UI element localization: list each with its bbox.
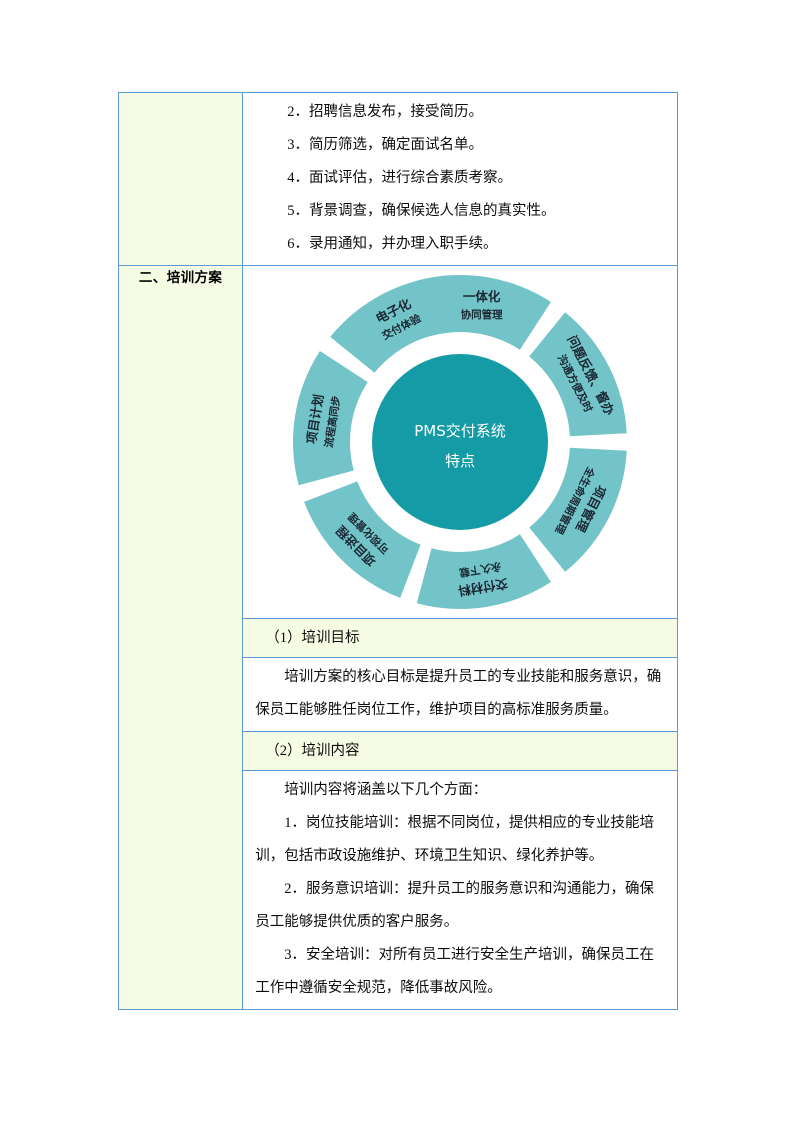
- list-item: 2．服务意识培训：提升员工的服务意识和沟通能力，确保员工能够提供优质的客户服务。: [255, 881, 654, 930]
- table-row: （2）培训内容: [119, 731, 678, 771]
- paragraph-text: 培训方案的核心目标是提升员工的专业技能和服务意识，确保员工能够胜任岗位工作，维护…: [255, 669, 662, 718]
- training-content-list: 培训内容将涵盖以下几个方面： 1．岗位技能培训：根据不同岗位，提供相应的专业技能…: [243, 771, 677, 1009]
- table-row: 培训方案的核心目标是提升员工的专业技能和服务意识，确保员工能够胜任岗位工作，维护…: [119, 657, 678, 732]
- donut-segment-4: [304, 481, 421, 598]
- heading-content-cell: （2）培训内容: [242, 731, 678, 771]
- donut-segment-2: [529, 447, 627, 572]
- list-item: 4．面试评估，进行综合素质考察。: [287, 170, 512, 186]
- content-intro: 培训内容将涵盖以下几个方面：: [284, 782, 488, 798]
- section-label-text: 二、培训方案: [138, 270, 223, 285]
- list-item: 1．岗位技能培训：根据不同岗位，提供相应的专业技能培训，包括市政设施维护、环境卫…: [255, 815, 654, 864]
- list-item: 6．录用通知，并办理入职手续。: [287, 236, 498, 252]
- list-item: 3．安全培训：对所有员工进行安全生产培训，确保员工在工作中遵循安全规范，降低事故…: [255, 947, 654, 996]
- segment-label-line1: 一体化: [463, 289, 501, 304]
- heading-training-goal: （1）培训目标: [265, 630, 360, 646]
- main-document-table: 2．招聘信息发布，接受简历。 3．简历筛选，确定面试名单。 4．面试评估，进行综…: [117, 92, 678, 1010]
- segment-label-line2: 协同管理: [461, 308, 503, 321]
- table-row: 培训内容将涵盖以下几个方面： 1．岗位技能培训：根据不同岗位，提供相应的专业技能…: [119, 770, 678, 1010]
- recruit-steps-cell: 2．招聘信息发布，接受简历。 3．简历筛选，确定面试名单。 4．面试评估，进行综…: [242, 92, 678, 266]
- donut-chart: 一体化协同管理问题反馈、督办沟通方便及时项目管理全生命周期管理交付材料永久下载项…: [243, 266, 677, 618]
- list-item: 3．简历筛选，确定面试名单。: [287, 137, 483, 153]
- donut-segment-5: [293, 351, 368, 486]
- donut-hub-subtitle: 特点: [445, 452, 475, 470]
- section-label-training-plan: 二、培训方案: [117, 265, 244, 1010]
- donut-hub-title: PMS交付系统: [414, 422, 506, 440]
- table-row: 二、培训方案 一体化协同管理问题反馈、督办沟通方便及时项目管理全生命周期管理交付…: [117, 265, 678, 1010]
- donut-hub: [372, 354, 549, 530]
- paragraph-training-goal: 培训方案的核心目标是提升员工的专业技能和服务意识，确保员工能够胜任岗位工作，维护…: [243, 658, 677, 731]
- list-item: 5．背景调查，确保候选人信息的真实性。: [287, 203, 556, 219]
- row-label-empty-top: [117, 92, 244, 266]
- heading-training-content: （2）培训内容: [265, 743, 360, 759]
- para-goal-cell: 培训方案的核心目标是提升员工的专业技能和服务意识，确保员工能够胜任岗位工作，维护…: [242, 657, 678, 732]
- donut-chart-svg: 一体化协同管理问题反馈、督办沟通方便及时项目管理全生命周期管理交付材料永久下载项…: [293, 275, 627, 609]
- content-body-cell: 培训内容将涵盖以下几个方面： 1．岗位技能培训：根据不同岗位，提供相应的专业技能…: [242, 770, 678, 1010]
- donut-segment-6: [330, 275, 455, 373]
- table-row: 2．招聘信息发布，接受简历。 3．简历筛选，确定面试名单。 4．面试评估，进行综…: [117, 92, 678, 266]
- donut-segment-3: [416, 534, 552, 609]
- list-item: 2．招聘信息发布，接受简历。: [287, 104, 483, 120]
- recruit-steps-list: 2．招聘信息发布，接受简历。 3．简历筛选，确定面试名单。 4．面试评估，进行综…: [243, 93, 677, 265]
- heading-goal-cell: （1）培训目标: [242, 618, 678, 658]
- pms-diagram-cell: 一体化协同管理问题反馈、督办沟通方便及时项目管理全生命周期管理交付材料永久下载项…: [242, 265, 678, 619]
- donut-segment-1: [529, 312, 627, 437]
